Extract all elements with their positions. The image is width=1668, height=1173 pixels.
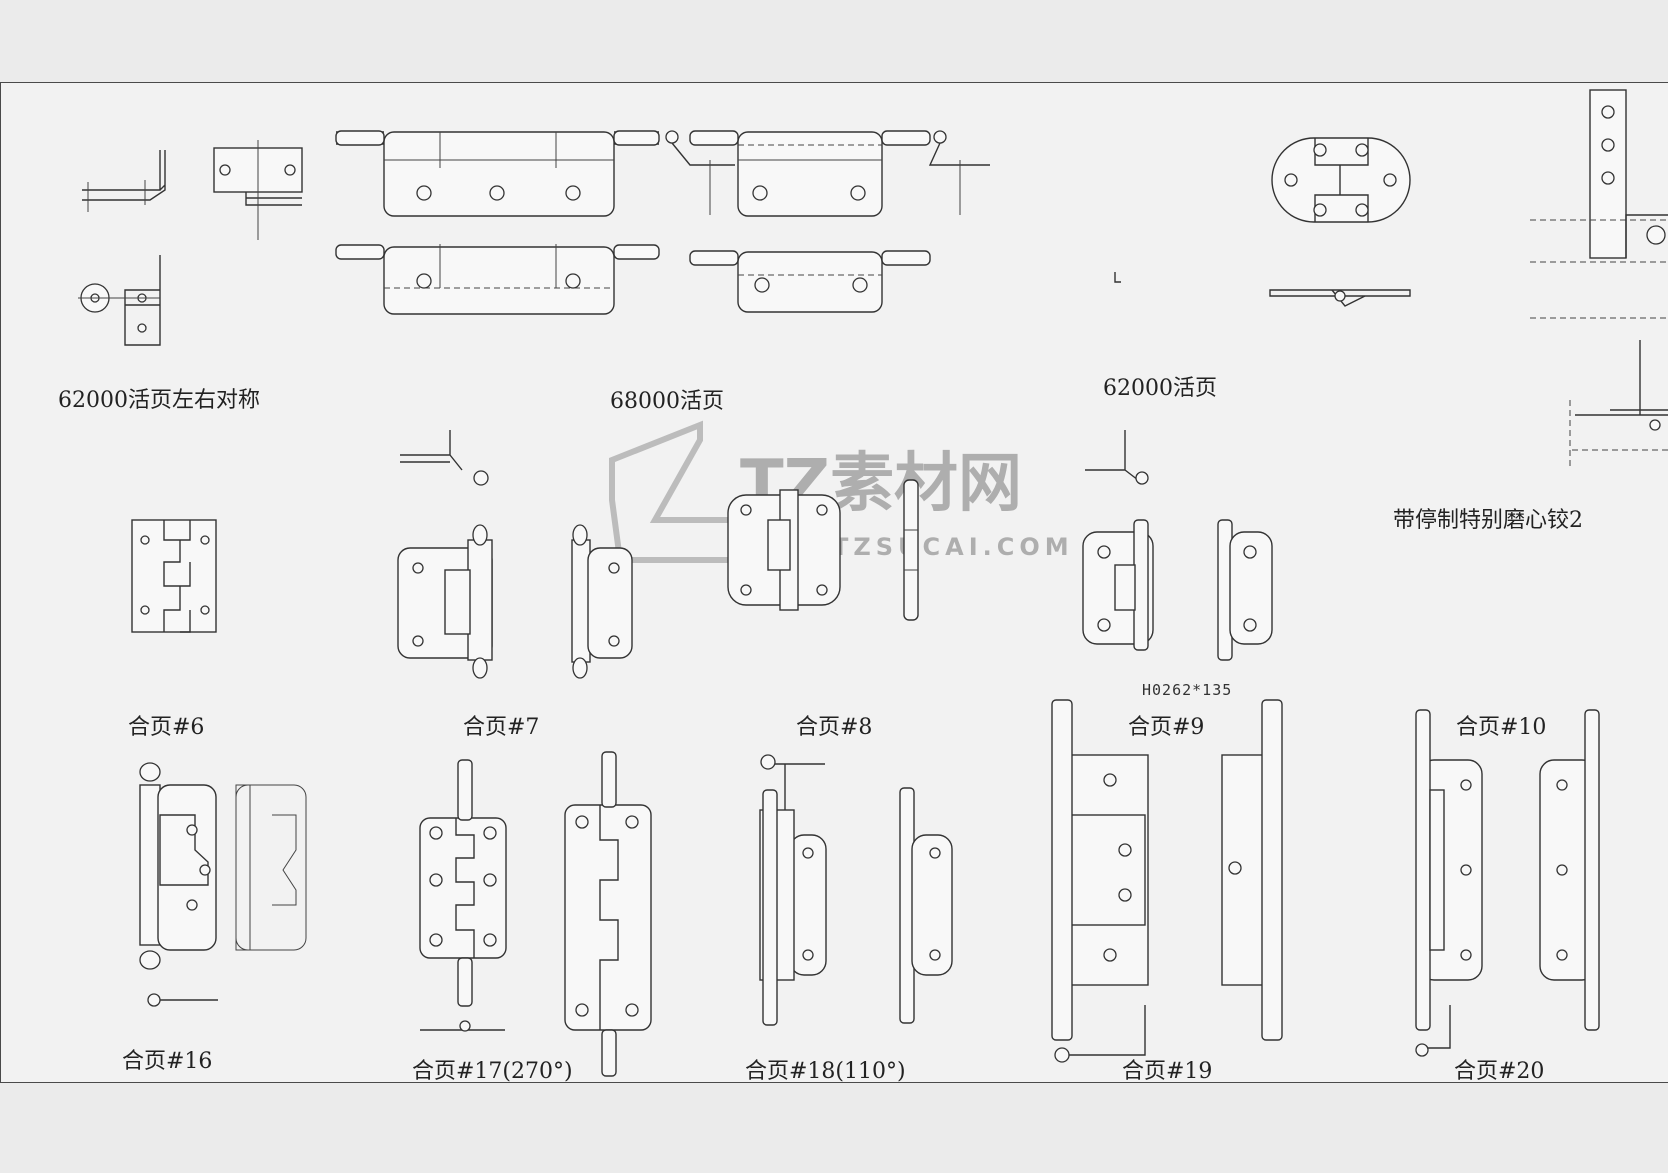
hinge-18-drawing [759, 754, 953, 1026]
hinge-62000-drawing [1114, 137, 1411, 307]
label-hinge-9: 合页#9 [1128, 715, 1204, 740]
hinge-62000-symmetric-drawing [78, 140, 303, 346]
hinge-8-drawing [727, 479, 919, 621]
label-hinge-17: 合页#17(270°) [412, 1059, 573, 1084]
hinge-68000-drawing [335, 130, 990, 315]
code-label: H0262*135 [1142, 681, 1232, 699]
label-hinge-8: 合页#8 [796, 715, 872, 740]
label-hinge-20: 合页#20 [1454, 1059, 1544, 1084]
label-68000: 68000活页 [610, 389, 724, 414]
hinge-20-drawing [1415, 709, 1600, 1057]
label-hinge-7: 合页#7 [463, 715, 539, 740]
hinge-6-drawing [131, 519, 217, 633]
label-hinge-18: 合页#18(110°) [745, 1059, 906, 1084]
label-special-stop-hinge: 带停制特别磨心铰2 [1393, 508, 1583, 533]
label-62000-symmetric: 62000活页左右对称 [58, 388, 260, 413]
label-hinge-16: 合页#16 [122, 1049, 212, 1074]
hinge-17-drawing [419, 751, 652, 1077]
hinge-9-drawing: H0262*135 [1082, 430, 1273, 699]
hinge-7-drawing [397, 430, 633, 679]
label-62000: 62000活页 [1103, 376, 1217, 401]
label-hinge-6: 合页#6 [128, 715, 204, 740]
special-stop-hinge-drawing [1530, 89, 1668, 470]
watermark: TZ素材网 TZSUCAI.COM [609, 420, 1074, 563]
watermark-url: TZSUCAI.COM [832, 533, 1074, 561]
hinge-16-drawing [139, 762, 307, 1007]
label-hinge-19: 合页#19 [1122, 1059, 1212, 1084]
hinge-19-drawing [1051, 699, 1283, 1063]
label-hinge-10: 合页#10 [1456, 715, 1546, 740]
